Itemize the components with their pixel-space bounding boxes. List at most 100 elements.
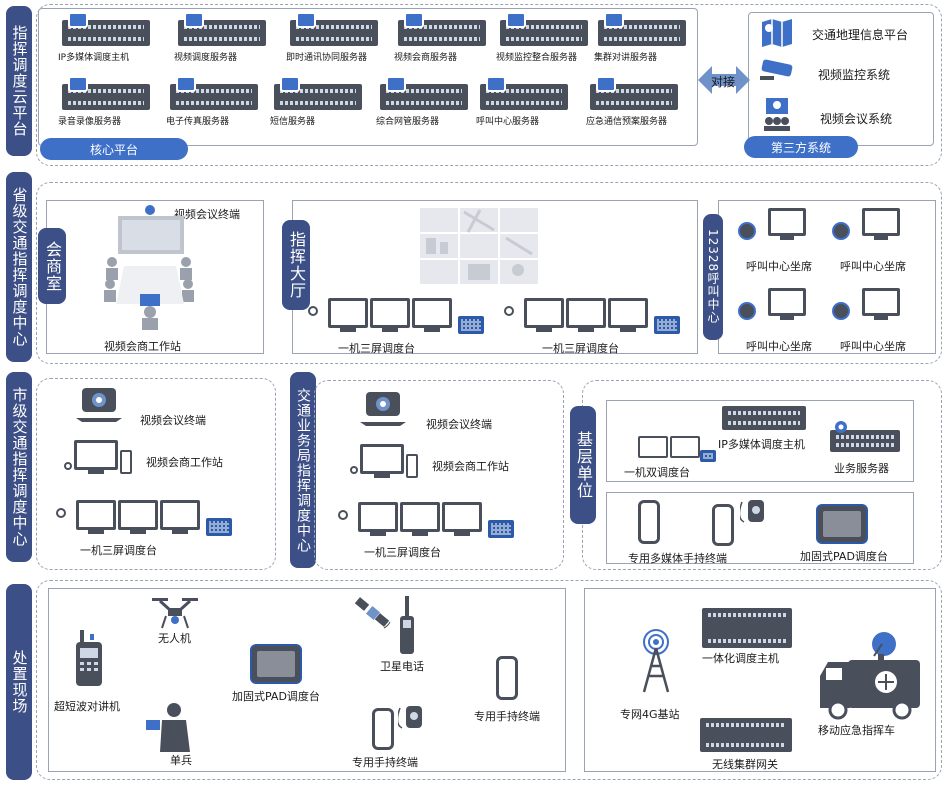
server-badge-icon	[280, 76, 300, 92]
double-arrow-icon	[698, 66, 750, 94]
desk-phone-icon	[458, 316, 484, 334]
desk-monitor	[328, 298, 368, 328]
core-server-label: 视频会商服务器	[394, 53, 458, 63]
core-server-device	[590, 84, 678, 110]
dual-monitor-left	[638, 436, 668, 458]
city-left-panel	[36, 378, 276, 570]
base-dual-label: 一机双调度台	[624, 466, 690, 479]
bureau-ws-tower	[406, 454, 418, 478]
scene-pad-label: 加固式PAD调度台	[232, 690, 320, 703]
server-badge-icon	[486, 76, 506, 92]
integrated-host-device	[702, 608, 792, 648]
operator-headset-icon	[832, 222, 850, 240]
meeting-workstation-label: 视频会商工作站	[104, 340, 181, 353]
base-station-icon	[642, 629, 670, 693]
desk-monitor-stand	[536, 328, 552, 332]
bureau-label: 交通业务局指挥调度中心	[290, 372, 316, 568]
desk-monitor-stand	[382, 328, 398, 332]
seat-monitor-stand	[780, 236, 794, 240]
province-panel	[36, 182, 942, 364]
third-party-gis: 交通地理信息平台	[812, 28, 909, 42]
satellite-phone-icon	[400, 596, 414, 654]
third-party-pill: 第三方系统	[744, 136, 858, 158]
desk-phone-icon	[206, 518, 232, 536]
bureau-ws-monitor	[360, 444, 404, 474]
call-center-label: 12328呼叫中心	[703, 214, 723, 340]
desk-monitor-stand	[424, 328, 440, 332]
core-server-device	[598, 20, 686, 46]
row-label-city: 市级交通指挥调度中心	[6, 372, 32, 562]
scene-vehicle-label: 移动应急指挥车	[818, 724, 895, 737]
speaker-mic-icon	[740, 500, 764, 523]
city-terminal-label: 视频会议终端	[140, 414, 206, 427]
desk-monitor	[566, 298, 606, 328]
prov-desk-right	[504, 298, 684, 342]
bureau-desk	[338, 502, 518, 546]
core-server-label: 即时通讯协同服务器	[286, 53, 368, 63]
server-badge-icon	[604, 12, 624, 28]
core-server-label: 应急通信预案服务器	[586, 117, 668, 127]
base-ip-host-label: IP多媒体调度主机	[718, 438, 805, 451]
third-party-cctv: 视频监控系统	[818, 68, 891, 82]
city-workstation-label: 视频会商工作站	[146, 456, 223, 469]
core-server-label: 综合网管服务器	[376, 117, 440, 127]
core-server-label: 视频调度服务器	[174, 53, 238, 63]
server-badge-icon	[296, 12, 316, 28]
desk-monitor	[608, 298, 648, 328]
seat-monitor	[862, 288, 900, 316]
operator-headset-icon	[832, 302, 850, 320]
scene-host-label: 一体化调度主机	[702, 652, 779, 665]
base-handheld-label: 专用多媒体手持终端	[628, 552, 727, 565]
command-vehicle-icon	[820, 632, 920, 720]
seat-monitor-stand	[780, 316, 794, 320]
desk-monitor	[358, 502, 398, 532]
desk-monitor-stand	[340, 328, 356, 332]
server-badge-icon	[404, 12, 424, 28]
base-pad-device	[816, 504, 868, 544]
core-server-label: IP多媒体调度主机	[58, 53, 130, 63]
conference-camera-icon	[76, 388, 122, 422]
desk-phone-icon	[488, 520, 514, 538]
microphone-icon	[338, 510, 348, 520]
scene-drone-label: 无人机	[158, 632, 191, 645]
city-ws-tower	[120, 450, 132, 474]
bureau-panel	[314, 380, 564, 570]
meeting-terminal-label: 视频会议终端	[174, 208, 240, 221]
speaker-mic-icon-2	[398, 706, 422, 729]
command-hall-label: 指挥大厅	[282, 220, 310, 310]
core-server-device	[62, 20, 150, 46]
city-desk	[56, 500, 236, 544]
seat-monitor	[768, 288, 806, 316]
scene-sat-label: 卫星电话	[380, 660, 424, 673]
desk-monitor	[524, 298, 564, 328]
scene-handheld-label: 专用手持终端	[474, 710, 540, 723]
satellite-icon	[354, 597, 391, 629]
desk-monitor-stand	[172, 530, 188, 534]
base-pad-label: 加固式PAD调度台	[800, 550, 888, 563]
bureau-ws-stand	[374, 474, 390, 478]
server-badge-icon	[184, 12, 204, 28]
row-label-province: 省级交通指挥调度中心	[6, 172, 32, 362]
third-party-vc: 视频会议系统	[820, 112, 893, 126]
core-platform-pill: 核心平台	[40, 138, 188, 160]
desk-monitor-stand	[454, 532, 470, 536]
seat-monitor	[862, 208, 900, 236]
prov-desk-right-label: 一机三屏调度台	[542, 342, 619, 355]
base-handheld-1	[638, 500, 660, 544]
biz-server-device	[830, 430, 900, 452]
scene-walkie-label: 超短波对讲机	[54, 700, 120, 713]
desk-monitor-stand	[130, 530, 146, 534]
desk-monitor-stand	[412, 532, 428, 536]
base-biz-label: 业务服务器	[834, 462, 889, 475]
ip-host-device	[722, 406, 806, 430]
dual-monitor-right	[670, 436, 700, 458]
scene-handheld2-device	[372, 708, 394, 750]
row-label-scene: 处置现场	[6, 584, 32, 780]
desk-monitor-stand	[578, 328, 594, 332]
bureau-camera-icon	[360, 392, 406, 426]
core-server-label: 集群对讲服务器	[594, 53, 658, 63]
desk-monitor	[76, 500, 116, 530]
bureau-workstation-label: 视频会商工作站	[432, 460, 509, 473]
bureau-webcam-icon	[350, 466, 358, 474]
dual-phone	[700, 450, 716, 462]
